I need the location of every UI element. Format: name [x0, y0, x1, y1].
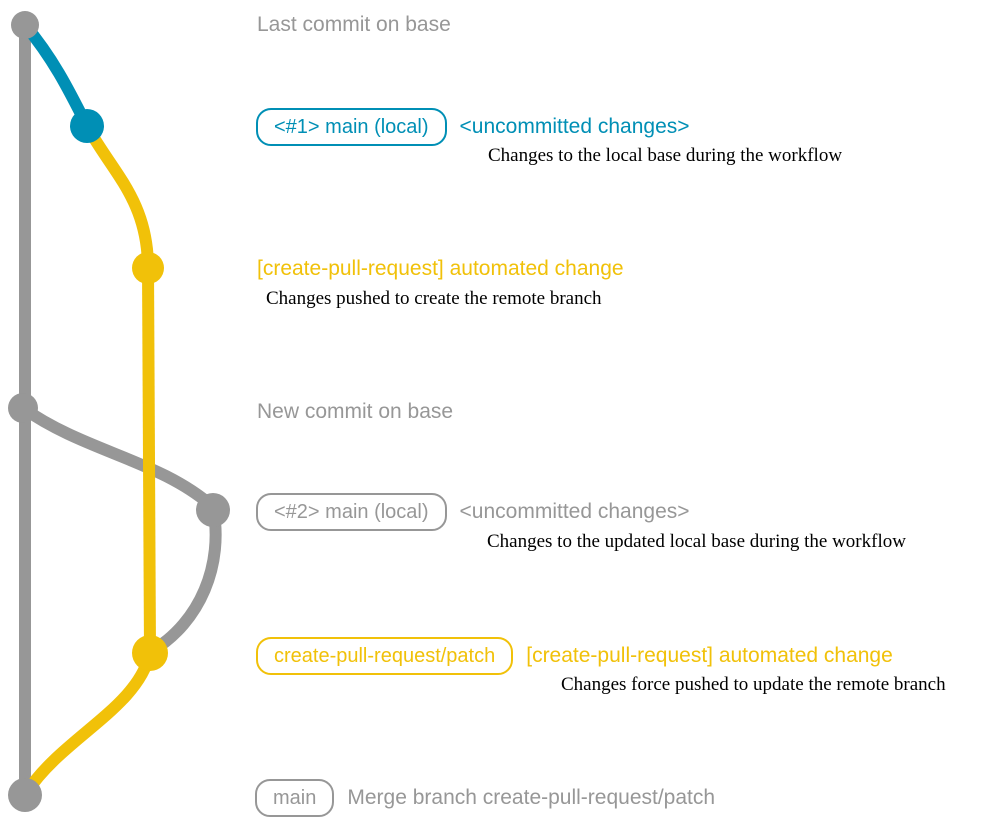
commit-message-automated-change-2: [create-pull-request] automated change	[526, 644, 893, 667]
uncommitted-changes-note-1: <uncommitted changes>	[459, 115, 690, 138]
base-to-main2-curve	[19, 403, 217, 512]
commit-main-local-1	[70, 109, 104, 143]
uncommitted-changes-note-2: <uncommitted changes>	[459, 500, 690, 523]
desc-force-pushed-remote-branch: Changes force pushed to update the remot…	[561, 674, 946, 695]
annotation-create-pull-request-patch: create-pull-request/patch [create-pull-r…	[256, 637, 893, 675]
commit-automated-change-1	[132, 252, 164, 284]
branch-label-main-local-1: <#1> main (local)	[256, 108, 447, 146]
annotation-main-local-1: <#1> main (local) <uncommitted changes>	[256, 108, 690, 146]
new-commit-on-base-label: New commit on base	[257, 400, 454, 423]
base-to-main1-curve	[20, 21, 93, 129]
commit-main-local-2	[196, 493, 230, 527]
annotation-automated-change-1: [create-pull-request] automated change	[257, 250, 624, 288]
desc-local-base-changes-2: Changes to the updated local base during…	[487, 531, 906, 552]
patch2-to-merge-curve	[21, 651, 156, 796]
annotation-new-commit-on-base: New commit on base	[257, 393, 453, 431]
patch-branch-line	[142, 267, 156, 654]
branch-label-main: main	[255, 779, 335, 817]
annotation-main-local-2: <#2> main (local) <uncommitted changes>	[256, 493, 690, 531]
annotation-merge: main Merge branch create-pull-request/pa…	[255, 779, 715, 817]
commit-automated-change-2	[132, 635, 168, 671]
git-graph	[8, 11, 230, 812]
branch-label-create-pull-request-patch: create-pull-request/patch	[256, 637, 514, 675]
commit-last-on-base	[11, 11, 39, 39]
desc-pushed-create-remote-branch: Changes pushed to create the remote bran…	[266, 288, 602, 309]
desc-local-base-changes-1: Changes to the local base during the wor…	[488, 145, 843, 166]
commit-message-merge: Merge branch create-pull-request/patch	[347, 786, 716, 809]
main2-to-patch2-curve	[148, 505, 222, 657]
commit-merge	[8, 778, 42, 812]
commit-new-on-base	[8, 393, 38, 423]
branch-label-main-local-2: <#2> main (local)	[256, 493, 447, 531]
main1-to-patch1-curve	[81, 123, 154, 269]
last-commit-on-base-label: Last commit on base	[257, 13, 451, 36]
commit-message-automated-change-1: [create-pull-request] automated change	[257, 257, 624, 280]
annotation-last-commit-on-base: Last commit on base	[257, 6, 451, 44]
